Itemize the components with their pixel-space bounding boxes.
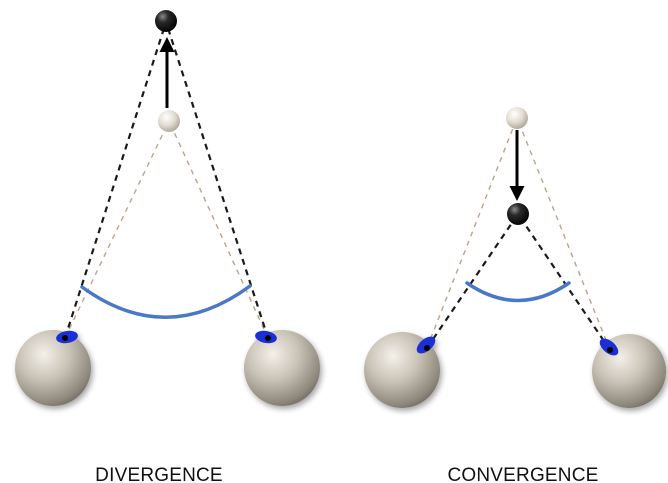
convergence-final-sight-line-left [426,213,519,349]
divergence-final-sight-line-right [164,21,270,339]
convergence-final-sight-line-right [517,213,611,351]
convergence-right-eyeball-icon [592,334,666,408]
convergence-initial-target [506,107,528,129]
divergence-caption: DIVERGENCE [95,465,223,483]
divergence-final-sight-line-left [63,21,168,339]
divergence-final-target [155,10,177,32]
convergence-final-target [507,203,529,225]
convergence-panel: CONVERGENCE [364,107,666,483]
convergence-initial-sight-line-right [516,117,611,351]
convergence-caption: CONVERGENCE [447,465,598,483]
convergence-left-eyeball-icon [364,332,440,408]
divergence-initial-target [158,110,180,132]
divergence-right-eyeball-icon [244,330,320,406]
convergence-angle-arc [465,281,571,303]
divergence-angle-arc [80,284,252,319]
divergence-left-eyeball-icon [15,330,91,406]
divergence-panel: DIVERGENCE [15,10,320,483]
divergence-initial-sight-line-left [64,120,170,339]
convergence-initial-sight-line-left [426,117,518,349]
